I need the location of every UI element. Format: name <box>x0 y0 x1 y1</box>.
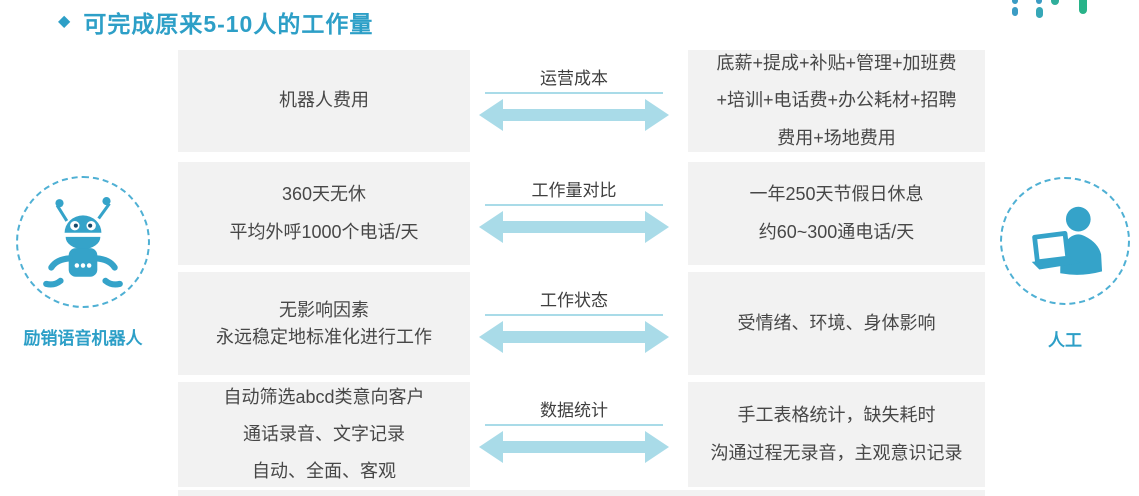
logo-bar <box>1051 0 1059 5</box>
cell-line: 永远稳定地标准化进行工作 <box>216 326 432 347</box>
page-title: ◆ 可完成原来5-10人的工作量 <box>58 5 373 39</box>
cell-line: 底薪+提成+补贴+管理+加班费 <box>716 53 957 74</box>
robot-cell: 自动筛选abcd类意向客户 通话录音、文字记录 自动、全面、客观 <box>178 382 470 487</box>
comparison-label-group: 运营成本 <box>478 50 670 152</box>
cell-line: 费用+场地费用 <box>777 127 896 148</box>
cell-line: 通话录音、文字记录 <box>243 423 405 444</box>
voice-wave-logo-icon <box>1006 0 1098 20</box>
double-arrow-icon <box>479 431 669 463</box>
person-label: 人工 <box>1048 331 1082 350</box>
robot-avatar <box>16 176 150 308</box>
arrow-shaft <box>499 221 649 233</box>
person-laptop-icon <box>1031 206 1103 275</box>
comparison-label-group: 数据统计 <box>478 382 670 487</box>
comparison-row-statistics: 自动筛选abcd类意向客户 通话录音、文字记录 自动、全面、客观 数据统计 手工… <box>0 382 1139 487</box>
robot-cell: 机器人费用 <box>178 50 470 152</box>
comparison-label: 数据统计 <box>540 401 608 420</box>
comparison-row-workload: 360天无休 平均外呼1000个电话/天 工作量对比 一年250天节假日休息 约… <box>0 162 1139 265</box>
arrow-head-right <box>645 211 669 243</box>
cell-line: 约60~300通电话/天 <box>758 221 915 242</box>
arrow-head-right <box>645 431 669 463</box>
comparison-row-cost: 机器人费用 运营成本 底薪+提成+补贴+管理+加班费 +培训+电话费+办公耗材+… <box>0 50 1139 152</box>
human-cell: 手工表格统计，缺失耗时 沟通过程无录音，主观意识记录 <box>688 382 985 487</box>
logo-bar <box>1012 0 1018 4</box>
label-underline <box>485 424 663 426</box>
human-cell: 底薪+提成+补贴+管理+加班费 +培训+电话费+办公耗材+招聘 费用+场地费用 <box>688 50 985 152</box>
double-arrow-icon <box>479 321 669 353</box>
arrow-head-right <box>645 321 669 353</box>
comparison-row-state: 无影响因素 永远稳定地标准化进行工作 工作状态 受情绪、环境、身体影响 <box>0 272 1139 375</box>
arrow-shaft <box>499 441 649 453</box>
logo-bar <box>1079 0 1087 14</box>
label-underline <box>485 92 663 94</box>
comparison-label-group: 工作状态 <box>478 272 670 375</box>
comparison-label: 工作状态 <box>540 291 608 310</box>
comparison-label: 运营成本 <box>540 69 608 88</box>
logo-bar <box>1036 7 1043 18</box>
cell-line: 一年250天节假日休息 <box>749 184 924 205</box>
robot-cell: 360天无休 平均外呼1000个电话/天 <box>178 162 470 265</box>
label-underline <box>485 314 663 316</box>
cell-line: 受情绪、环境、身体影响 <box>737 312 936 333</box>
cell-line: 自动、全面、客观 <box>252 461 396 482</box>
title-text: 可完成原来5-10人的工作量 <box>83 11 374 37</box>
human-cell: 受情绪、环境、身体影响 <box>688 272 985 375</box>
robot-label: 励销语音机器人 <box>23 329 143 348</box>
bottom-strip <box>178 490 985 496</box>
cell-line: 360天无休 <box>281 184 367 205</box>
comparison-label: 工作量对比 <box>531 181 617 200</box>
cell-line: 机器人费用 <box>279 90 369 111</box>
person-avatar <box>1000 177 1130 305</box>
cell-line: 自动筛选abcd类意向客户 <box>223 386 425 407</box>
human-cell: 一年250天节假日休息 约60~300通电话/天 <box>688 162 985 265</box>
double-arrow-icon <box>479 99 669 131</box>
double-arrow-icon <box>479 211 669 243</box>
cell-line: 沟通过程无录音，主观意识记录 <box>710 442 963 463</box>
cell-line: 平均外呼1000个电话/天 <box>229 221 419 242</box>
cell-line: 手工表格统计，缺失耗时 <box>737 405 936 426</box>
robot-cell: 无影响因素 永远稳定地标准化进行工作 <box>178 272 470 375</box>
logo-bar <box>1036 0 1042 4</box>
logo-bar <box>1012 7 1018 16</box>
comparison-label-group: 工作量对比 <box>478 162 670 265</box>
diamond-bullet-icon: ◆ <box>58 13 71 30</box>
arrow-shaft <box>499 331 649 343</box>
arrow-head-right <box>645 99 669 131</box>
arrow-shaft <box>499 109 649 121</box>
cell-line: 无影响因素 <box>279 299 369 320</box>
label-underline <box>485 204 663 206</box>
robot-icon <box>43 197 123 288</box>
cell-line: +培训+电话费+办公耗材+招聘 <box>716 90 957 111</box>
